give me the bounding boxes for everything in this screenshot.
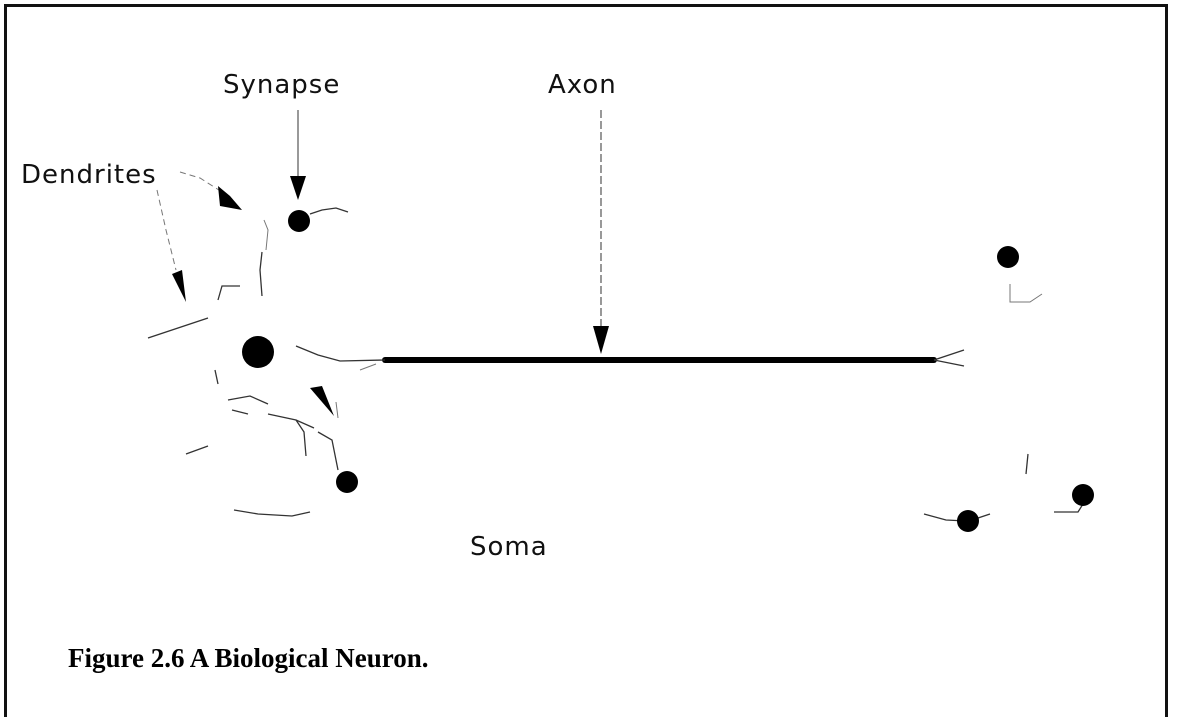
- axon-arrow: [593, 110, 609, 354]
- dendrites-arrows: [157, 172, 334, 416]
- axon-terminal-strokes: [924, 284, 1088, 521]
- synapse-dot: [997, 246, 1019, 268]
- synapse-dot: [288, 210, 310, 232]
- synapse-dot: [336, 471, 358, 493]
- synapse-dot: [957, 510, 979, 532]
- synapse-dot: [1072, 484, 1094, 506]
- synapse-dots: [242, 210, 1094, 532]
- soma-dot: [242, 336, 274, 368]
- axon-label: Axon: [548, 70, 617, 100]
- soma-label: Soma: [470, 532, 548, 562]
- figure-caption: Figure 2.6 A Biological Neuron.: [68, 643, 429, 674]
- dendrites-label: Dendrites: [21, 160, 157, 190]
- synapse-arrow: [290, 110, 306, 200]
- synapse-label: Synapse: [223, 70, 340, 100]
